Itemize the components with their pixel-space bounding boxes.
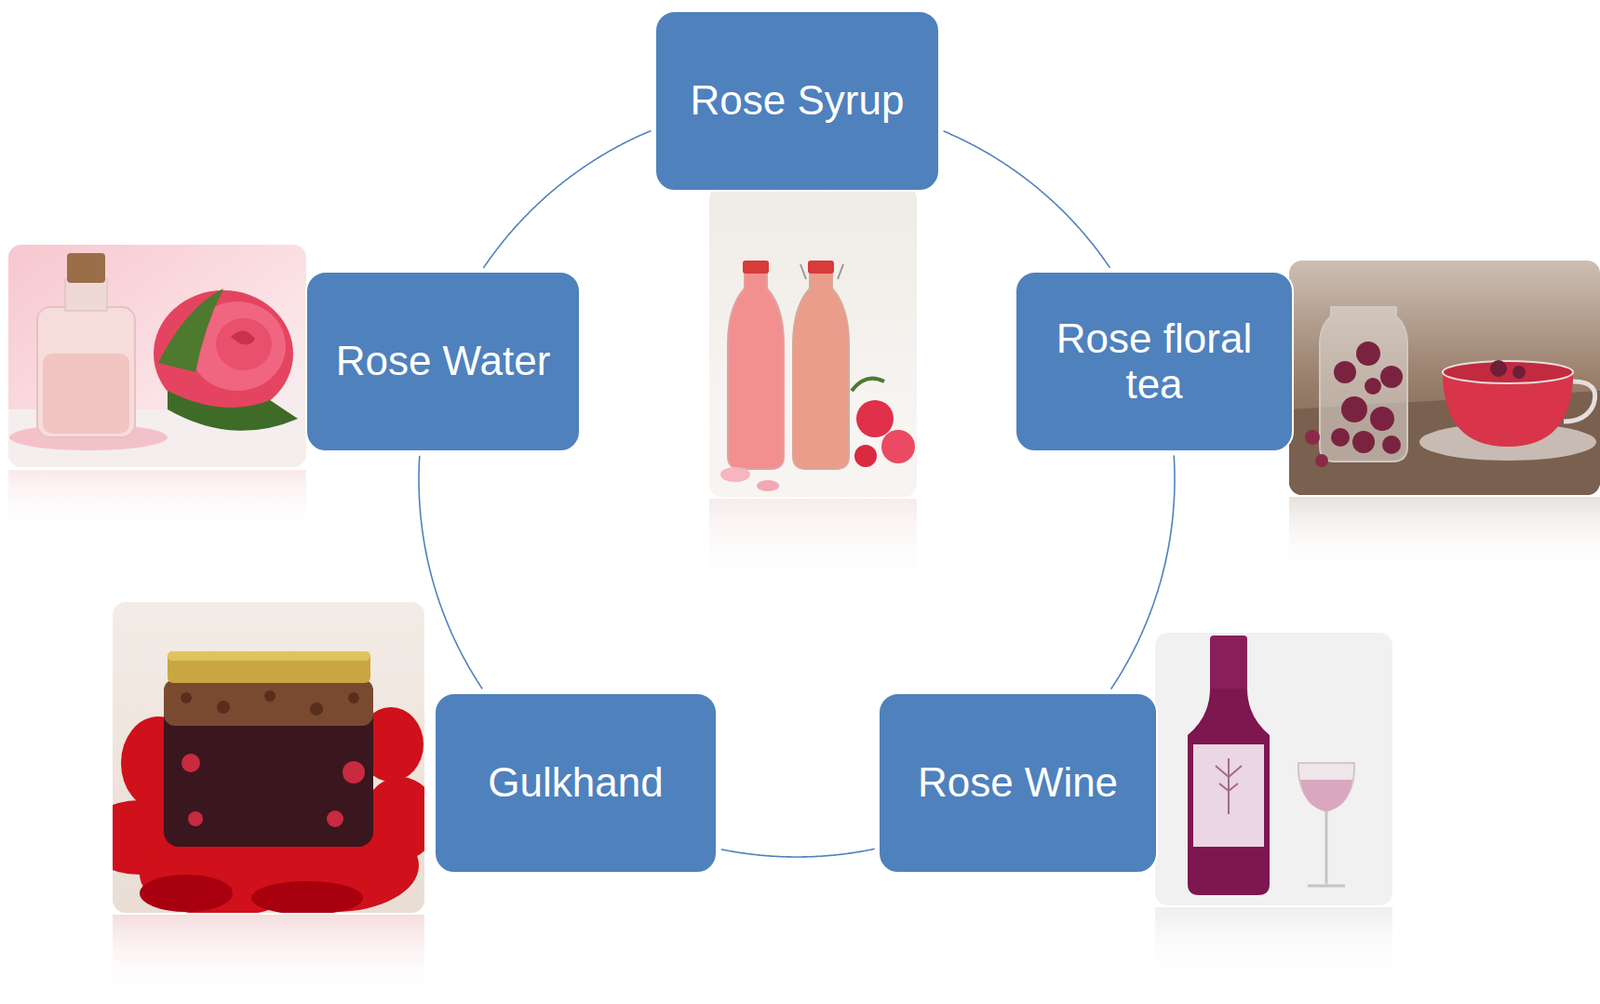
gulkhand-photo — [112, 602, 425, 914]
process-box: Rose Wine — [877, 692, 1158, 874]
photo-reflection — [1155, 907, 1393, 987]
process-box: Gulkhand — [433, 692, 718, 874]
box-label: Rose floral tea — [1031, 316, 1278, 407]
cycle-arc — [721, 848, 875, 858]
cycle-arc — [418, 456, 483, 690]
photo-reflection — [1289, 497, 1600, 572]
photo-reflection — [709, 498, 917, 592]
rose-wine-photo — [1155, 632, 1393, 906]
rose-syrup-photo — [709, 186, 917, 498]
box-label: Rose Water — [336, 338, 552, 384]
process-box: Rose floral tea — [1014, 270, 1294, 453]
rose-water-photo — [8, 244, 307, 468]
process-box: Rose Syrup — [654, 10, 941, 192]
photo-reflection — [8, 470, 307, 536]
cycle-arc — [943, 131, 1111, 269]
box-label: Gulkhand — [487, 760, 663, 806]
box-label: Rose Wine — [917, 760, 1118, 806]
box-label: Rose Syrup — [690, 78, 905, 123]
cycle-arc — [1111, 455, 1175, 689]
photo-reflection — [112, 914, 425, 999]
rose-tea-photo — [1289, 260, 1600, 496]
process-box: Rose Water — [305, 270, 581, 453]
cycle-arc — [483, 130, 651, 269]
